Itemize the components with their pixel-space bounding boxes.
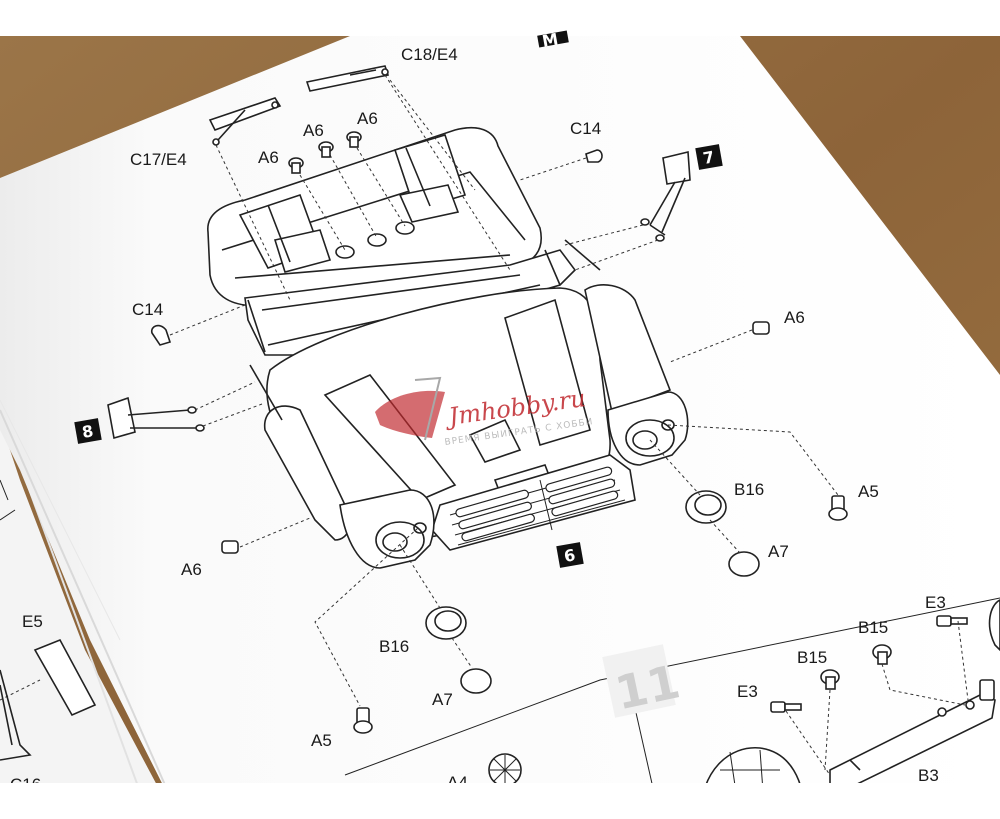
hub-b15-icon [820, 669, 840, 690]
pin-a6-icon [346, 131, 362, 148]
label-c17e4: C17/E4 [130, 150, 187, 169]
label-b16-right: B16 [734, 480, 764, 499]
label-a7-left: A7 [432, 690, 453, 709]
clip-c14-icon [150, 324, 172, 346]
label-c14-left: C14 [132, 300, 163, 319]
corner-step-letter: M [541, 29, 560, 50]
label-b16-left: B16 [379, 637, 409, 656]
step-8-badge: 8 [74, 418, 102, 444]
mirror-8-icon [107, 396, 205, 440]
headlight-bezel-b16-icon [685, 490, 727, 524]
step-8-number: 8 [81, 421, 95, 442]
label-e5: E5 [22, 612, 43, 631]
step-7-badge: 7 [695, 144, 723, 170]
label-c18e4: C18/E4 [401, 45, 458, 64]
label-a5-right: A5 [858, 482, 879, 501]
label-a6-top1: A6 [258, 148, 279, 167]
wiper-c18-icon [305, 65, 390, 92]
step-6-badge: 6 [556, 542, 584, 568]
label-e3-left: E3 [737, 682, 758, 701]
label-a6-right: A6 [784, 308, 805, 327]
screw-e3-icon [936, 615, 968, 627]
label-a6-left: A6 [181, 560, 202, 579]
label-a5-left: A5 [311, 731, 332, 750]
clip-c14-icon [585, 149, 603, 163]
label-b3: B3 [918, 766, 939, 785]
bolt-a6-icon [221, 540, 239, 554]
corner-step-badge: M [537, 29, 569, 51]
label-b15-left: B15 [797, 648, 827, 667]
label-c14-right: C14 [570, 119, 601, 138]
bolt-a6-icon [752, 321, 770, 335]
bolt-a5-icon [828, 495, 848, 521]
label-e3-right: E3 [925, 593, 946, 612]
bolt-a5-icon [353, 707, 373, 734]
screw-e3-icon [770, 701, 802, 713]
step-11-number: 11 [611, 654, 685, 720]
bottom-margin [0, 783, 1000, 819]
wiper-c17-icon [208, 97, 282, 146]
step-7-number: 7 [702, 147, 716, 168]
headlight-lens-a7-icon [460, 668, 492, 694]
tire-edge-icon [988, 599, 1000, 652]
partial-part-icon [0, 669, 32, 761]
part-a4-icon [488, 753, 522, 787]
step-6-number: 6 [563, 545, 577, 566]
panel-divider [344, 597, 1000, 776]
pin-a6-icon [318, 141, 334, 158]
label-a6-top3: A6 [357, 109, 378, 128]
label-b15-right: B15 [858, 618, 888, 637]
headlight-lens-a7-icon [728, 551, 760, 577]
label-a6-top2: A6 [303, 121, 324, 140]
label-a7-right: A7 [768, 542, 789, 561]
mirror-7-icon [640, 151, 691, 242]
pin-a6-icon [288, 157, 304, 174]
part-e5-icon [33, 638, 97, 717]
headlight-bezel-b16-icon [425, 606, 467, 640]
step-11-badge: 11 [602, 644, 684, 720]
